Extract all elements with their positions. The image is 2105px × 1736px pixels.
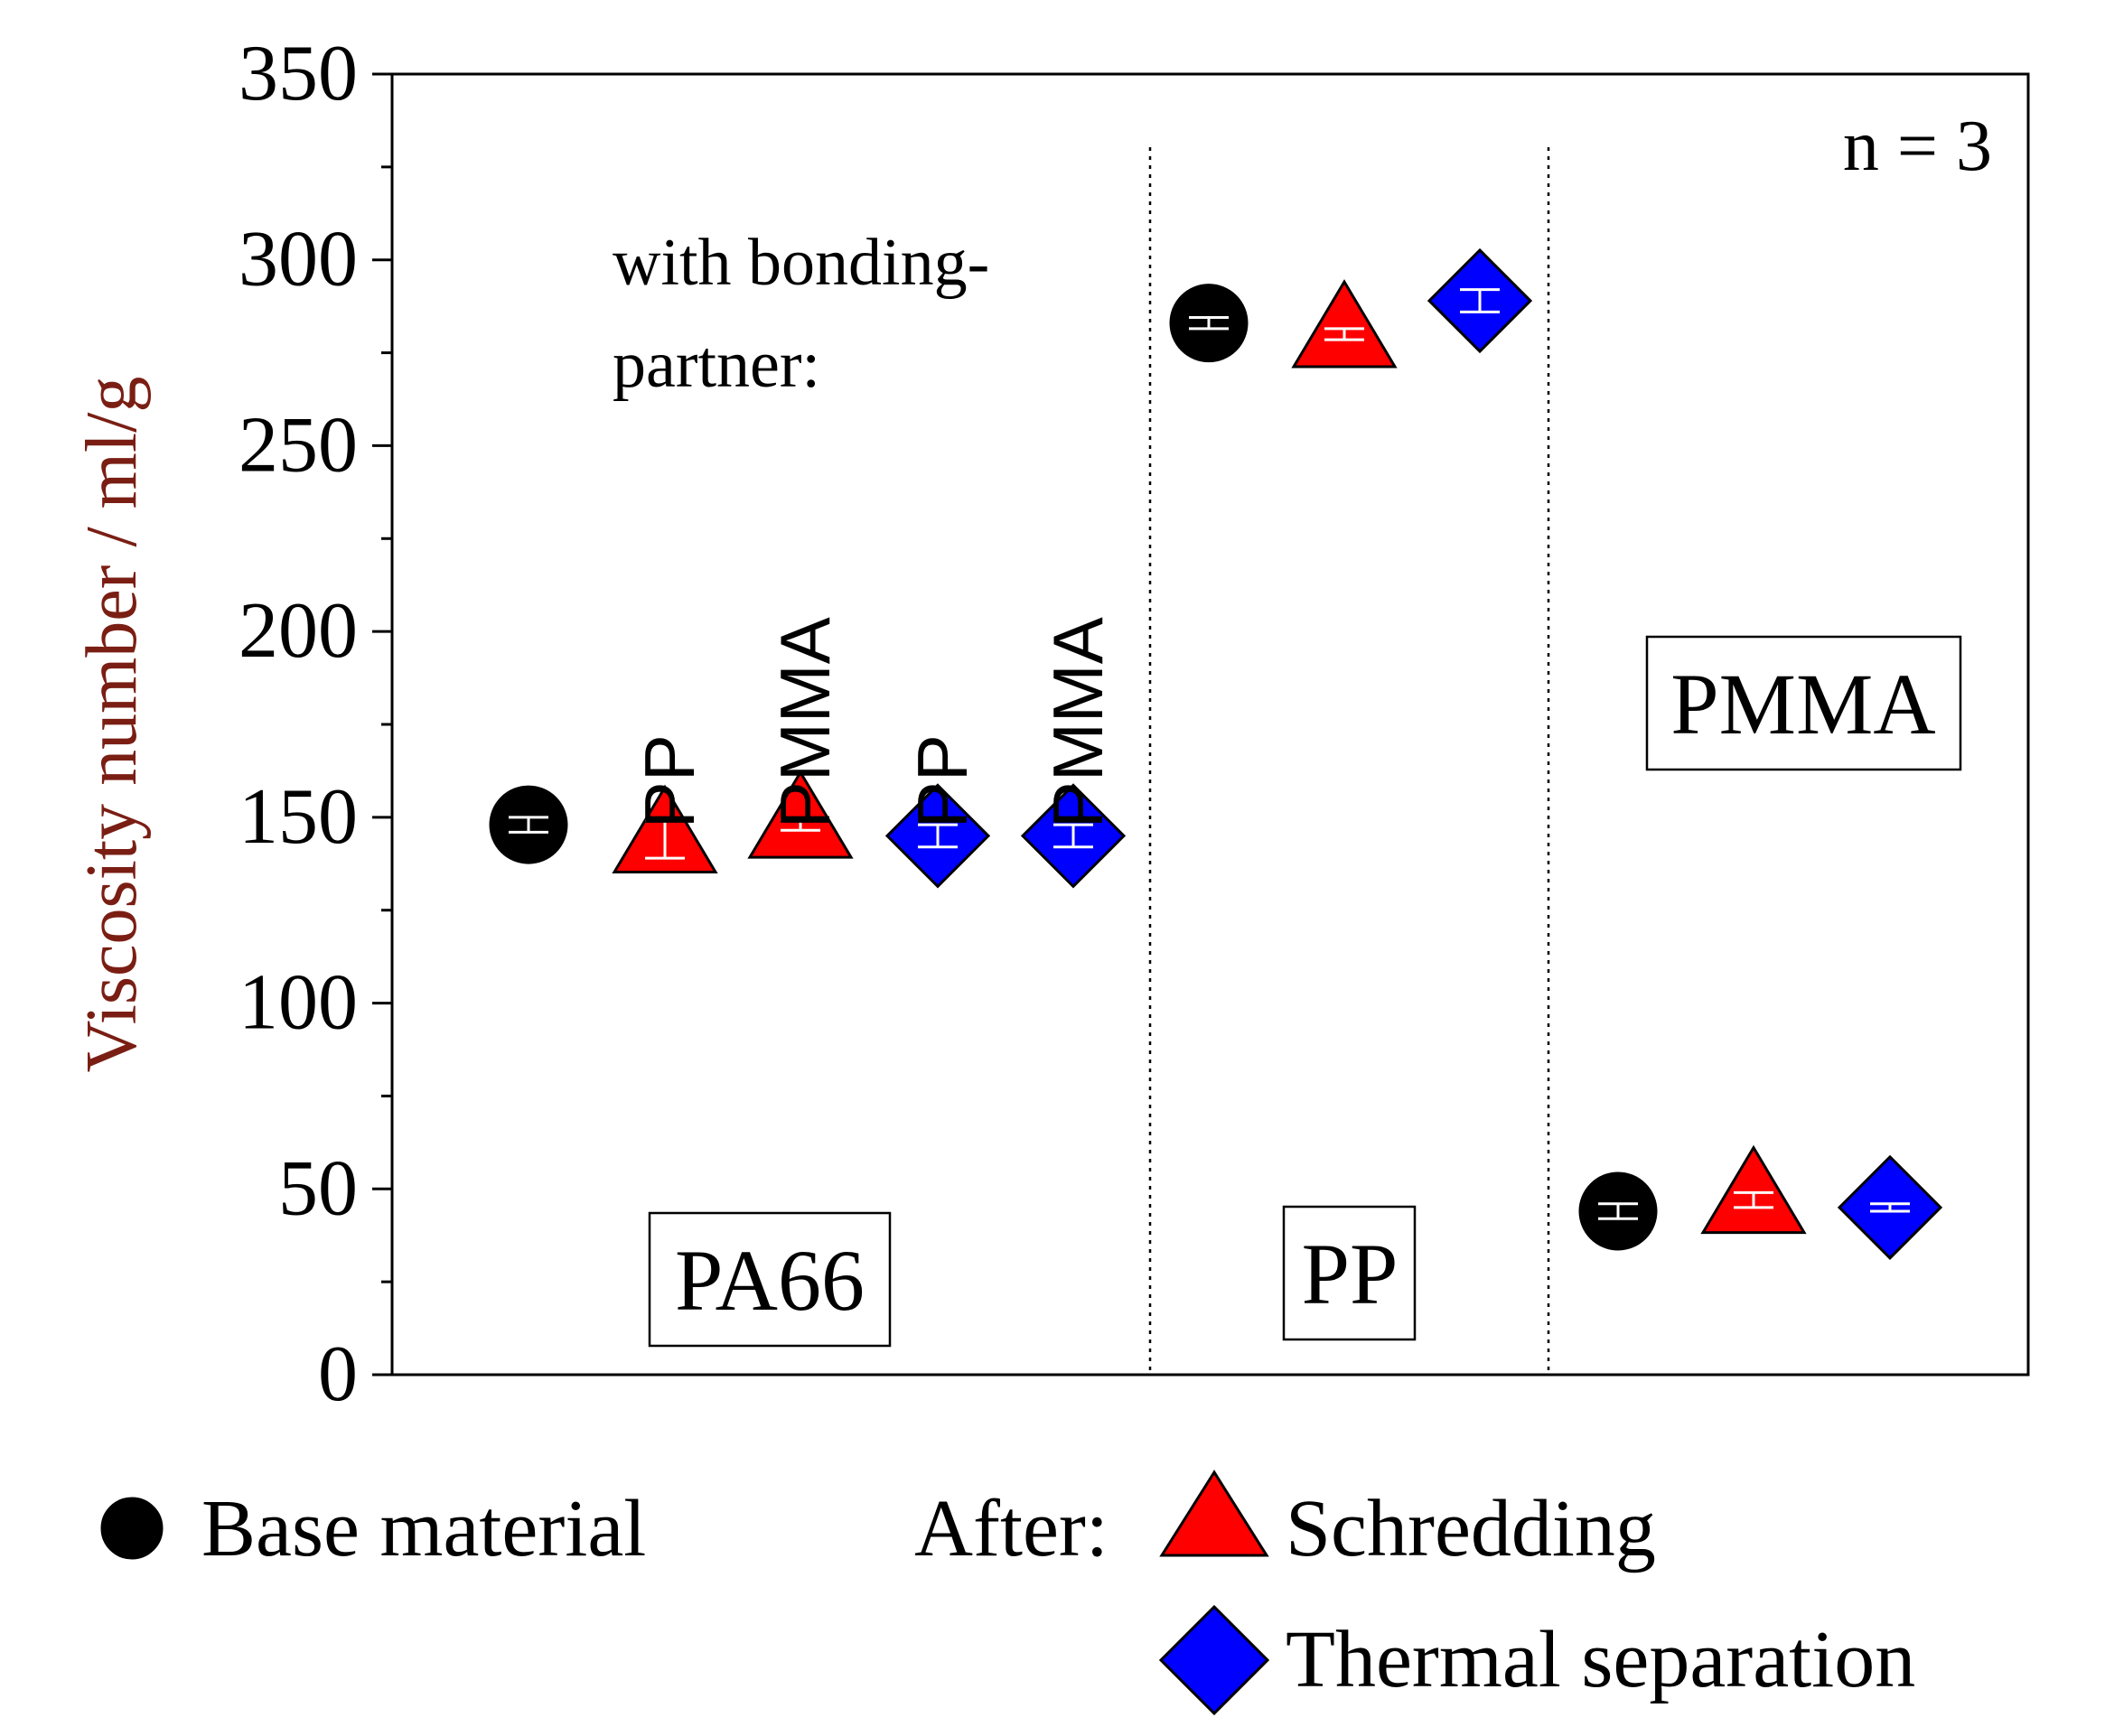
y-axis-title: Viscosity number / ml/g — [72, 377, 152, 1073]
group-box-pmma — [1645, 635, 1962, 771]
error-bar-pa66-thermal-separation-pp — [918, 823, 958, 849]
group-label-pa66: PA66 — [675, 1232, 865, 1329]
y-axis: 0 50 100 150 200 250 300 350 — [239, 30, 392, 1418]
error-bar-pp-thermal-separation — [1460, 288, 1500, 313]
bonding-partner-label-line-2: partner: — [613, 328, 820, 402]
error-bar-pa66-schredding-pmma — [781, 817, 820, 832]
legend-marker-schredding — [1159, 1470, 1269, 1557]
bonding-partner-label-line-1: with bonding- — [613, 226, 989, 300]
y-tick-label: 50 — [278, 1144, 358, 1232]
error-bar-pa66-thermal-separation-pmma — [1053, 823, 1093, 849]
group-label-pp: PP — [1302, 1226, 1399, 1322]
y-tick-label: 150 — [239, 773, 358, 861]
group-box-pa66 — [648, 1211, 892, 1348]
y-tick-label: 200 — [239, 587, 358, 675]
error-bar-pmma-thermal-separation — [1870, 1202, 1910, 1213]
error-bar-pmma-schredding — [1734, 1190, 1773, 1209]
error-bar-pmma-base-material — [1598, 1202, 1638, 1220]
group-label-pmma: PMMA — [1670, 656, 1935, 752]
y-tick-label: 0 — [318, 1330, 358, 1418]
partner-label-pa66-schredding-pp: PP — [630, 734, 709, 828]
partner-label-pa66-thermal-separation-pp: PP — [903, 734, 982, 828]
error-bar-pp-schredding — [1324, 327, 1364, 341]
partner-label-pa66-thermal-separation-pmma: PMMA — [1038, 617, 1118, 828]
point-pp-schredding — [1291, 279, 1398, 369]
y-tick-label: 300 — [239, 216, 358, 303]
y-tick-label: 350 — [239, 30, 358, 117]
legend-label-schredding: Schredding — [1286, 1484, 1656, 1573]
y-tick-label: 100 — [239, 959, 358, 1047]
legend-label-thermal-separation: Thermal separation — [1286, 1615, 1915, 1704]
error-bar-pa66-schredding-pp — [645, 819, 685, 860]
point-pa66-schredding-pmma — [747, 770, 854, 859]
legend-marker-thermal-separation — [1158, 1604, 1270, 1716]
partner-label-pa66-schredding-pmma: PMMA — [765, 617, 845, 828]
legend-marker-base-material — [100, 1497, 164, 1560]
point-pmma-schredding — [1700, 1144, 1807, 1235]
error-bar-pa66-base-material — [509, 816, 548, 834]
data-marks: PP PMMA PP PMMA — [489, 247, 1943, 1260]
legend-after-label: After: — [914, 1484, 1109, 1573]
error-bar-pp-base-material — [1189, 315, 1229, 331]
group-box-pp — [1282, 1205, 1417, 1341]
legend-label-base-material: Base material — [201, 1484, 646, 1573]
sample-size-annotation: n = 3 — [1843, 107, 1992, 186]
y-tick-label: 250 — [239, 401, 358, 489]
legend: Base material After: Schredding Thermal … — [100, 1470, 1915, 1716]
